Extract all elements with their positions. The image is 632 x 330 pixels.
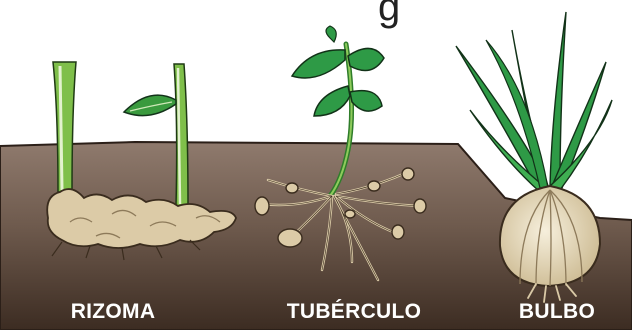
tuber-3	[278, 229, 302, 247]
rhizome-leaf	[124, 95, 176, 115]
rhizome-right-shoot	[174, 64, 188, 206]
tuber-8	[345, 210, 355, 218]
tuber-7	[392, 225, 404, 239]
tuber-2	[255, 197, 269, 215]
tuber-leaf-2	[348, 48, 384, 70]
tuber-5	[402, 168, 414, 180]
tuber-leaf-3	[314, 86, 350, 116]
partial-heading-letter: g	[378, 0, 400, 29]
label-rhizome: RIZOMA	[71, 300, 156, 324]
label-bulb: BULBO	[519, 300, 595, 324]
tuber-leaf-4	[350, 91, 382, 112]
tuber-4	[368, 181, 380, 191]
tuber-leaf-bud	[326, 26, 336, 42]
tuber-6	[414, 199, 426, 213]
tuber-1	[286, 183, 298, 193]
label-tuber: TUBÉRCULO	[287, 300, 422, 324]
tuber-leaf-1	[292, 50, 345, 78]
